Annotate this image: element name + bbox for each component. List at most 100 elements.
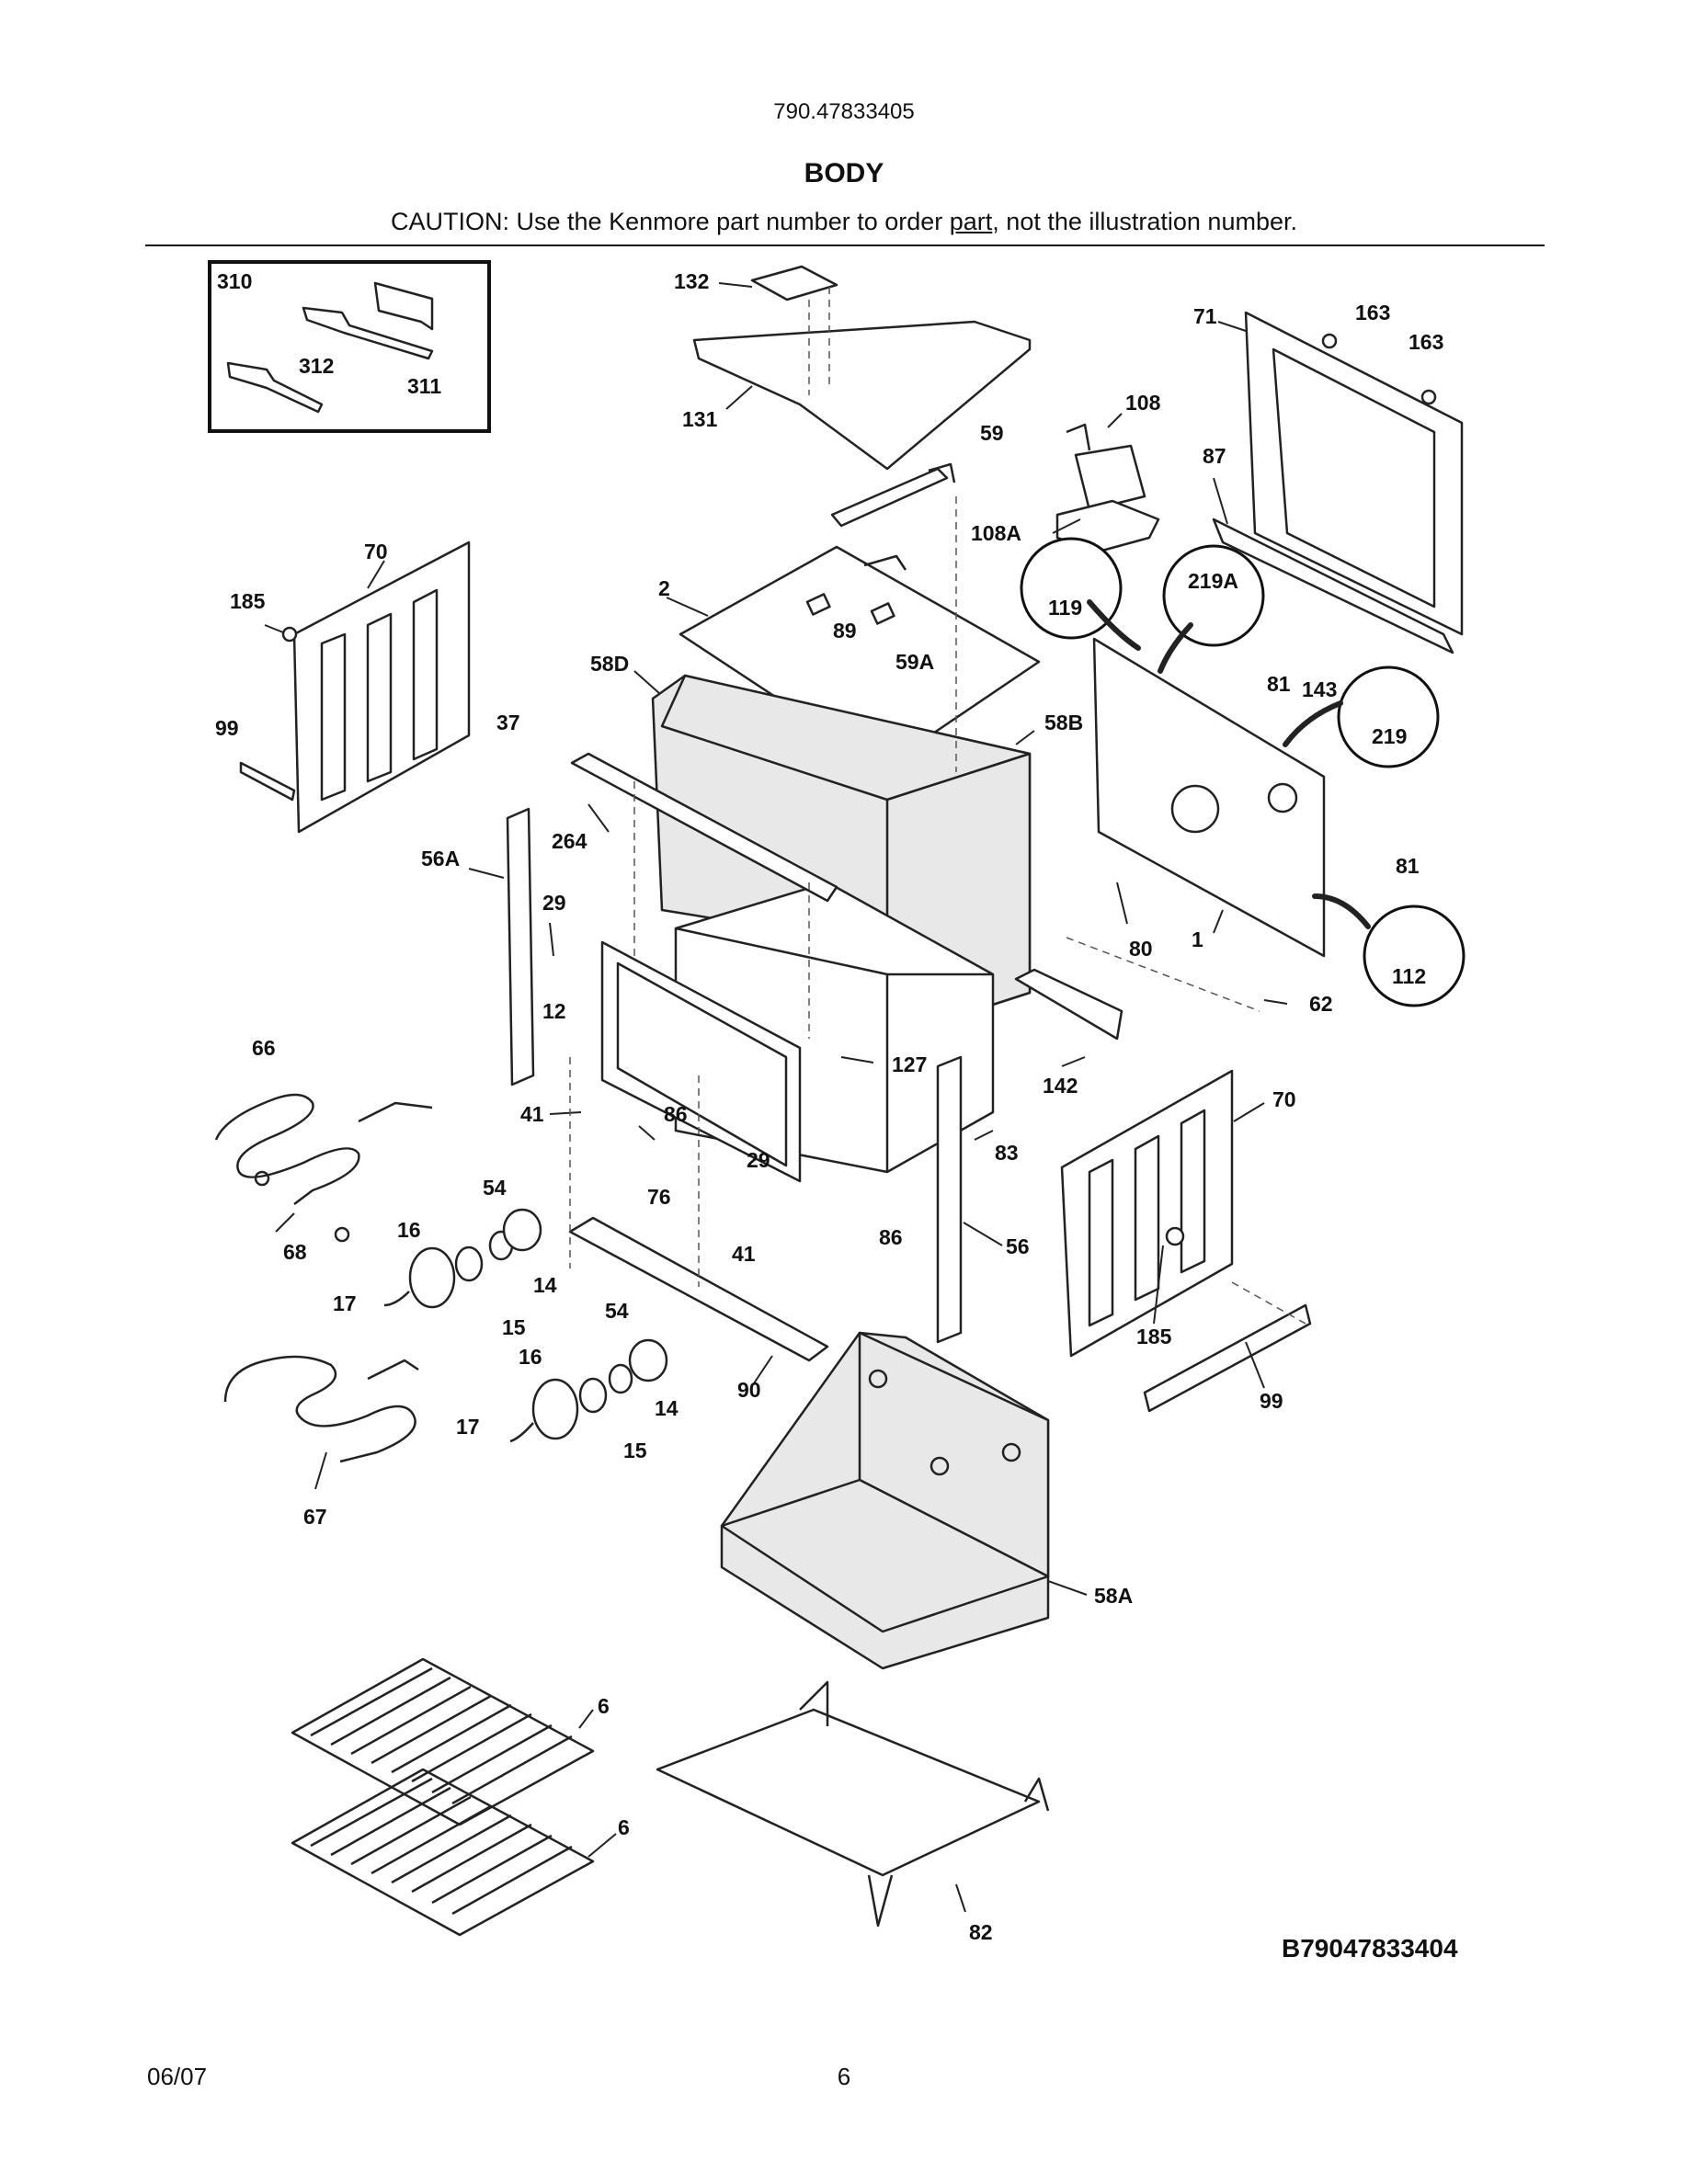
callout-62: 62: [1309, 992, 1333, 1016]
callout-81-b: 81: [1396, 854, 1420, 878]
callout-17-a: 17: [333, 1291, 357, 1315]
side-panel-70-left: [239, 540, 471, 834]
tube-59: [830, 462, 956, 528]
callout-58D: 58D: [590, 652, 629, 676]
callout-311: 311: [407, 374, 441, 398]
callout-70-a: 70: [364, 540, 388, 563]
lamp-assembly-lower: [509, 1338, 668, 1443]
callout-108A: 108A: [971, 521, 1021, 545]
callout-89: 89: [833, 619, 857, 643]
door-frame-76: [600, 940, 802, 1183]
element-67: [223, 1355, 419, 1463]
callout-83: 83: [995, 1141, 1019, 1165]
caution-prefix: CAUTION: Use the Kenmore part number to …: [391, 208, 950, 235]
callout-67: 67: [303, 1505, 327, 1529]
callout-2: 2: [658, 576, 670, 600]
side-panel-70-right: [1060, 1069, 1234, 1358]
callout-56: 56: [1006, 1234, 1030, 1258]
callout-6-a: 6: [598, 1694, 610, 1718]
callout-ring-219: [1337, 665, 1440, 768]
callout-56A: 56A: [421, 847, 460, 870]
callout-17-b: 17: [456, 1415, 480, 1439]
callout-185-a: 185: [230, 589, 266, 613]
callout-132: 132: [674, 269, 709, 293]
callout-80: 80: [1129, 937, 1153, 961]
callout-29-b: 29: [747, 1148, 770, 1172]
rail-99: [1143, 1303, 1312, 1413]
back-panel-71: [1212, 311, 1464, 654]
callout-41-b: 41: [732, 1242, 756, 1266]
callout-37: 37: [496, 711, 520, 734]
callout-66: 66: [252, 1036, 276, 1060]
callout-310: 310: [217, 269, 252, 293]
callout-14-a: 14: [533, 1273, 557, 1297]
callout-59A: 59A: [895, 650, 934, 674]
callout-143: 143: [1302, 677, 1337, 701]
callout-219: 219: [1372, 724, 1407, 748]
callout-arrows: [1087, 599, 1371, 929]
callout-68: 68: [283, 1240, 307, 1264]
page-title: BODY: [804, 158, 884, 188]
callout-ring-219A: [1162, 544, 1265, 647]
rack-lower: [291, 1768, 595, 1937]
callout-219A: 219A: [1188, 569, 1238, 593]
callout-14-b: 14: [655, 1396, 679, 1420]
callout-15-a: 15: [502, 1315, 526, 1339]
callout-312: 312: [299, 354, 334, 378]
caution-suffix: , not the illustration number.: [992, 208, 1297, 235]
callout-1: 1: [1192, 927, 1203, 951]
page-number: 6: [837, 2063, 851, 2090]
callout-108: 108: [1125, 391, 1161, 415]
callout-163-a: 163: [1355, 301, 1390, 324]
callout-86-a: 86: [664, 1102, 688, 1126]
rear-wall-1: [1092, 637, 1326, 958]
callout-41-a: 41: [520, 1102, 544, 1126]
callout-163-b: 163: [1409, 330, 1443, 354]
callout-127: 127: [892, 1052, 927, 1076]
callout-ring-112: [1363, 904, 1466, 1007]
callout-99-b: 99: [1260, 1389, 1283, 1413]
callout-264: 264: [552, 829, 587, 853]
model-number: 790.47833405: [773, 99, 915, 124]
callout-6-b: 6: [618, 1815, 630, 1839]
callout-54-a: 54: [483, 1176, 507, 1200]
callout-54-b: 54: [605, 1299, 629, 1323]
inset-box-310: [208, 260, 491, 433]
callout-87: 87: [1203, 444, 1226, 468]
rack-upper: [291, 1657, 595, 1826]
alignment-lines: [569, 496, 1306, 1325]
header-divider: [145, 245, 1545, 246]
fan-108: [1055, 423, 1160, 553]
bar-90: [568, 1216, 829, 1362]
callout-58A: 58A: [1094, 1584, 1133, 1608]
callout-99-a: 99: [215, 716, 239, 740]
lamp-assembly-upper: [383, 1208, 542, 1309]
callout-112: 112: [1392, 964, 1426, 988]
caution-part-word: part: [949, 208, 993, 235]
callout-70-b: 70: [1272, 1087, 1296, 1111]
diagram-code: B79047833404: [1282, 1934, 1458, 1962]
leader-lines: [264, 282, 1288, 1913]
callout-86-b: 86: [879, 1225, 903, 1249]
callout-76: 76: [647, 1185, 671, 1209]
rail-56A: [506, 807, 535, 1086]
callout-90: 90: [737, 1378, 761, 1402]
caution-notice: CAUTION: Use the Kenmore part number to …: [0, 208, 1688, 236]
frame-264: [570, 752, 838, 1039]
callout-16-a: 16: [397, 1218, 421, 1242]
callout-59: 59: [980, 421, 1004, 445]
callout-15-b: 15: [623, 1439, 647, 1462]
callout-58B: 58B: [1044, 711, 1083, 734]
callout-71: 71: [1193, 304, 1217, 328]
callout-12: 12: [542, 999, 566, 1023]
callout-185-b: 185: [1136, 1325, 1172, 1348]
callout-29-a: 29: [542, 891, 566, 915]
footer-date: 06/07: [147, 2063, 208, 2090]
crossbar-142: [1014, 968, 1123, 1041]
callout-131: 131: [682, 407, 718, 431]
insulation-58A: [720, 1331, 1050, 1670]
callout-119: 119: [1048, 596, 1082, 620]
top-panel-131: [692, 265, 1032, 471]
base-pan-82: [656, 1680, 1050, 1928]
